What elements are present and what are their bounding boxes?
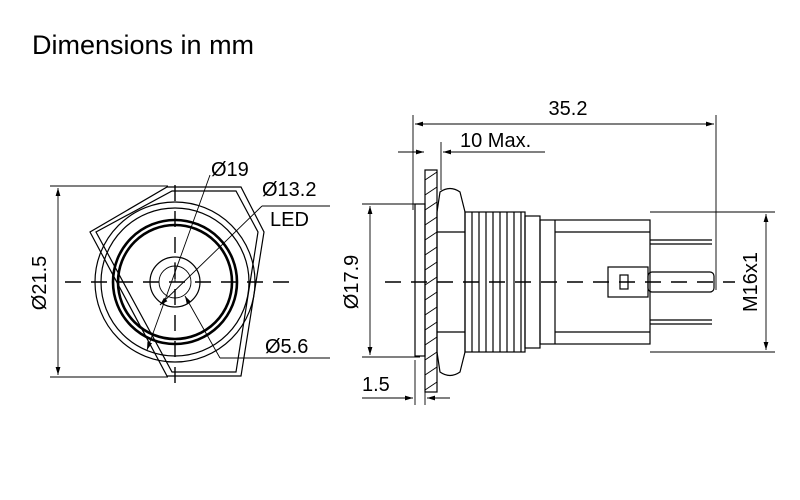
leader-center	[184, 295, 221, 359]
side-nut	[436, 187, 466, 377]
dim-thread-label: M16x1	[740, 252, 762, 312]
leader-led	[159, 205, 263, 306]
page-title: Dimensions in mm	[32, 30, 255, 60]
hex-nut-inner	[95, 190, 259, 373]
led-label: LED	[270, 209, 309, 231]
dim-outer-hex-label: Ø21.5	[29, 256, 51, 310]
hex-nut-outline	[89, 186, 265, 377]
leader-ring	[146, 174, 211, 351]
dim-center-label: Ø5.6	[265, 336, 308, 358]
dim-led-label: Ø13.2	[262, 179, 316, 201]
dim-ring-label: Ø19	[211, 159, 249, 181]
head-flange	[414, 203, 426, 357]
side-view: 35.2 10 Max. Ø17.9 1.5 M16x1	[341, 98, 775, 405]
dim-head-diameter-label: Ø17.9	[341, 255, 363, 309]
dim-bezel-max-label: 10 Max.	[460, 130, 531, 152]
front-view: Ø21.5 Ø19 Ø13.2 LED Ø5.6	[29, 159, 330, 385]
dim-head-thickness-label: 1.5	[362, 374, 390, 396]
gasket-hatch	[424, 171, 438, 391]
dim-total-length-label: 35.2	[549, 98, 588, 120]
